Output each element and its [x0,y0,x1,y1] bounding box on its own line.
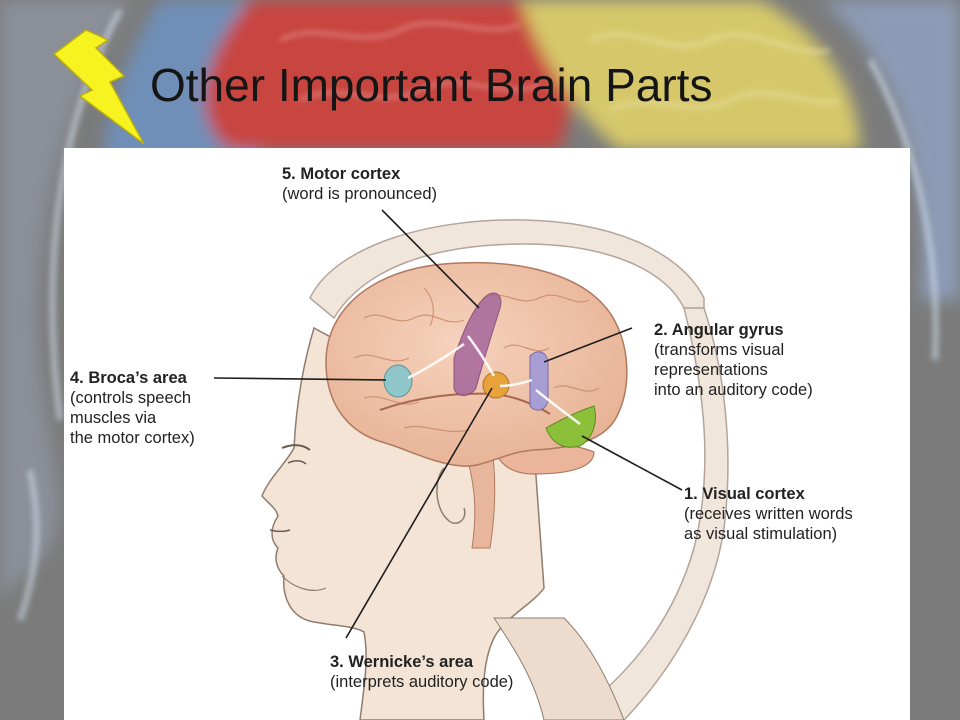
wernickes-area-label: 3. Wernicke’s area (interprets auditory … [330,652,513,692]
angular-gyrus-title: 2. Angular gyrus [654,321,784,339]
brocas-area-desc-2: muscles via [70,409,157,427]
slide-title: Other Important Brain Parts [150,59,713,111]
brocas-area-region [383,364,413,398]
motor-cortex-region [453,292,502,396]
diagram-panel: 5. Motor cortex (word is pronounced) 2. … [64,148,910,720]
wernickes-area-desc: (interprets auditory code) [330,673,514,691]
leader-lines [213,209,683,639]
angular-gyrus-desc-1: (transforms visual [654,341,785,359]
motor-cortex-title: 5. Motor cortex [282,165,401,183]
brocas-area-desc-3: the motor cortex) [70,429,195,447]
angular-gyrus-desc-3: into an auditory code) [654,381,813,399]
brocas-area-label: 4. Broca’s area (controls speech muscles… [70,368,195,448]
lightning-bolt-icon [52,29,145,145]
brocas-area-desc-1: (controls speech [70,389,192,407]
motor-cortex-desc: (word is pronounced) [282,185,437,203]
angular-gyrus-label: 2. Angular gyrus (transforms visual repr… [654,320,813,400]
visual-cortex-label: 1. Visual cortex (receives written words… [684,484,853,544]
visual-cortex-desc-2: as visual stimulation) [684,525,838,543]
angular-gyrus-desc-2: representations [654,361,768,379]
wernickes-area-title: 3. Wernicke’s area [330,653,474,671]
brocas-area-title: 4. Broca’s area [70,369,187,387]
visual-cortex-desc-1: (receives written words [684,505,853,523]
visual-cortex-title: 1. Visual cortex [684,485,805,503]
brain-head-illustration [213,209,729,720]
angular-gyrus-region [529,351,549,411]
motor-cortex-label: 5. Motor cortex (word is pronounced) [282,164,437,204]
